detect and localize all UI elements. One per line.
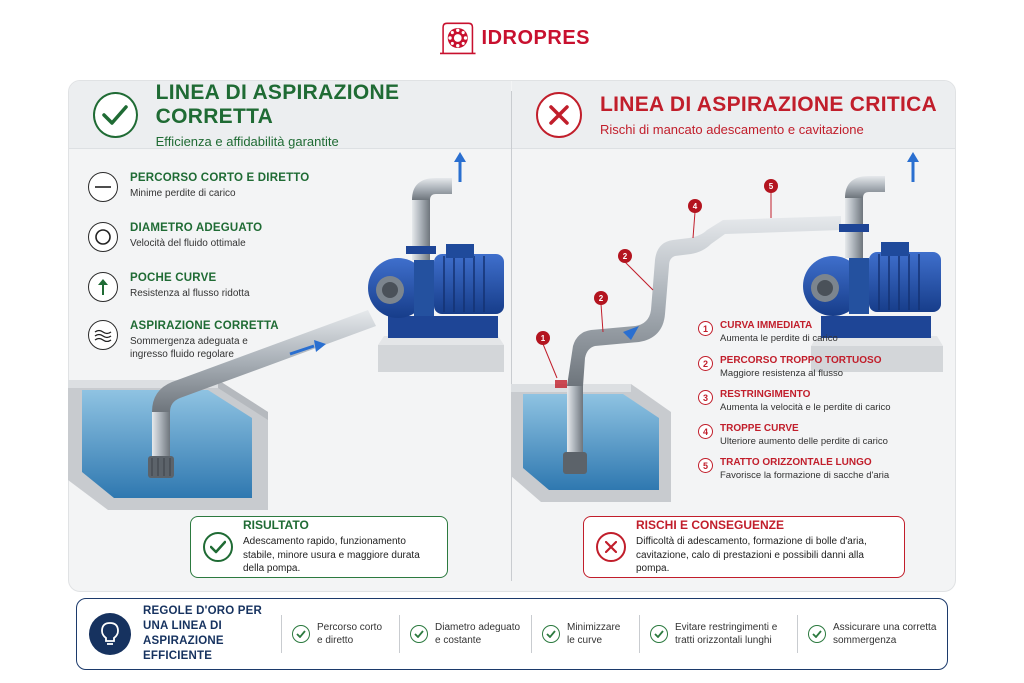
svg-text:2: 2 [599, 294, 604, 303]
check-circle-icon [650, 625, 668, 643]
svg-text:4: 4 [693, 202, 698, 211]
brand-logo: IDROPRES [440, 14, 590, 62]
correct-installation-illustration [68, 152, 504, 510]
x-icon [536, 91, 582, 138]
discharge-pipe [406, 152, 466, 260]
rule-item-3: Minimizzare le curve [531, 615, 639, 653]
risks-consequences-box: RISCHI E CONSEGUENZE Difficoltà di adesc… [583, 516, 905, 578]
centrifugal-pump [803, 242, 943, 372]
critical-line-title: LINEA DI ASPIRAZIONE CRITICA [600, 92, 938, 116]
rule-item-1: Percorso corto e diretto [281, 615, 399, 653]
feature-correct-suction: ASPIRAZIONE CORRETTA Sommergenza adeguat… [88, 320, 280, 361]
risk-marker-5: 5 [764, 179, 778, 218]
svg-text:5: 5 [769, 182, 774, 191]
pump-base [378, 345, 504, 372]
critical-installation-illustration: 1 2 2 4 5 [511, 152, 943, 502]
pipe-section-icon [88, 222, 118, 252]
rule-item-5: Assicurare una corretta sommergenza [797, 615, 947, 653]
correct-line-header: LINEA DI ASPIRAZIONE CORRETTA Efficienza… [69, 81, 511, 149]
check-circle-icon [410, 625, 428, 643]
centrifugal-pump [368, 244, 504, 338]
svg-text:2: 2 [623, 252, 628, 261]
rule-item-4: Evitare restringimenti e tratti orizzont… [639, 615, 797, 653]
water-waves-icon [88, 320, 118, 350]
x-icon [596, 532, 626, 562]
check-circle-icon [542, 625, 560, 643]
check-circle-icon [292, 625, 310, 643]
feature-diameter: DIAMETRO ADEGUATO Velocità del fluido ot… [88, 222, 280, 252]
check-icon [93, 91, 138, 138]
risk-marker-4: 4 [688, 199, 702, 239]
water-tank [511, 384, 671, 502]
panel-divider [511, 91, 512, 581]
comparison-panel: LINEA DI ASPIRAZIONE CORRETTA Efficienza… [68, 80, 956, 592]
feature-short-path: PERCORSO CORTO E DIRETTO Minime perdite … [88, 172, 309, 202]
risk-marker-1: 1 [536, 331, 558, 379]
feature-few-bends: POCHE CURVE Resistenza al flusso ridotta [88, 272, 280, 302]
brand-name: IDROPRES [481, 26, 590, 49]
tortuous-suction-pipe [555, 216, 841, 474]
discharge-pipe [839, 152, 919, 258]
svg-text:1: 1 [541, 334, 546, 343]
rule-item-2: Diametro adeguato e costante [399, 615, 531, 653]
critical-line-header: LINEA DI ASPIRAZIONE CRITICA Rischi di m… [512, 81, 955, 149]
idropres-logo-icon [440, 22, 476, 55]
golden-rules-bar: REGOLE D'ORO PER UNA LINEA DI ASPIRAZION… [76, 598, 948, 670]
critical-line-subtitle: Rischi di mancato adescamento e cavitazi… [600, 121, 864, 137]
golden-rules-title: REGOLE D'ORO PER UNA LINEA DI ASPIRAZION… [143, 605, 263, 662]
risk-marker-2a: 2 [594, 291, 608, 333]
check-icon [203, 532, 233, 562]
straight-line-icon [88, 172, 118, 202]
lightbulb-icon [89, 613, 131, 655]
correct-line-subtitle: Efficienza e affidabilità garantite [155, 133, 339, 149]
correct-line-title: LINEA DI ASPIRAZIONE CORRETTA [155, 80, 400, 128]
risk-marker-2b: 2 [618, 249, 654, 291]
suction-pipe [148, 310, 376, 478]
arrow-up-icon [88, 272, 118, 302]
result-box: RISULTATO Adescamento rapido, funzioname… [190, 516, 448, 578]
check-circle-icon [808, 625, 826, 643]
